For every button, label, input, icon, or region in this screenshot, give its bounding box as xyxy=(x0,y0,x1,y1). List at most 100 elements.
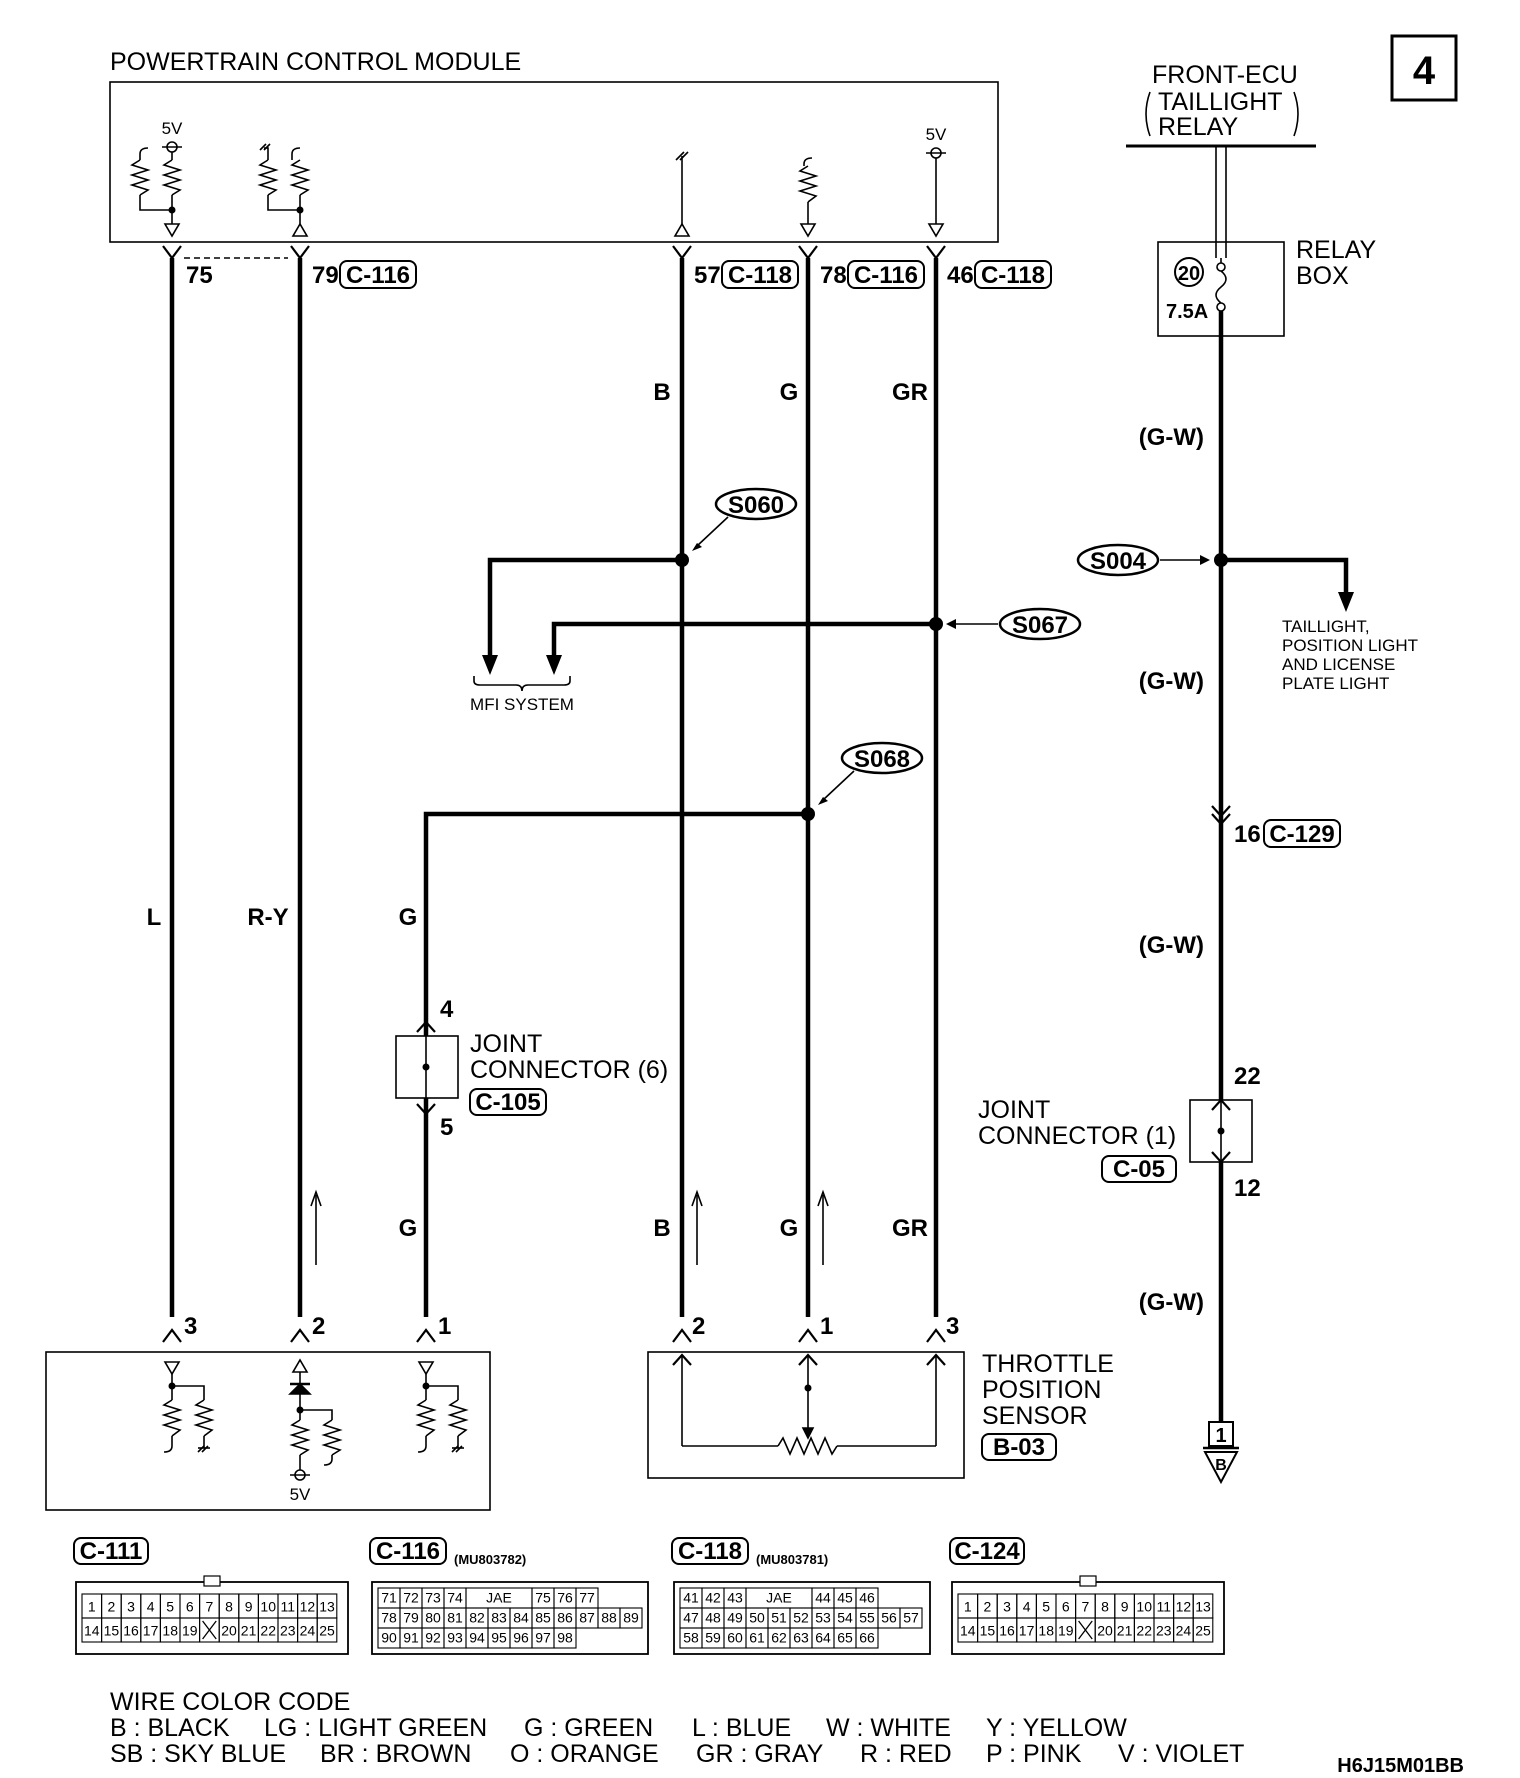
connector-cell-label: 23 xyxy=(1156,1622,1172,1638)
joint-connector-6-line1: JOINT xyxy=(470,1030,542,1058)
connector-cell-label: 20 xyxy=(221,1622,237,1638)
joint-connector-6-top-mark xyxy=(416,1020,436,1033)
lower-left-component-box xyxy=(45,1351,491,1511)
connector-cell-label: 91 xyxy=(403,1629,419,1645)
wcc-r2-3: GR : GRAY xyxy=(696,1740,824,1768)
connector-cell-label: 84 xyxy=(513,1609,529,1625)
pcm-pin-78: 78 xyxy=(820,262,847,289)
connector-cell-label: 12 xyxy=(300,1598,316,1614)
pcm-internal-57 xyxy=(673,151,691,237)
tps-box xyxy=(647,1351,965,1479)
wcc-r1-2: G : GREEN xyxy=(524,1714,653,1742)
connector-cell-label: 6 xyxy=(1062,1598,1070,1614)
connector-cell-label: 54 xyxy=(837,1609,853,1625)
relay-wire-color-3: (G-W) xyxy=(1139,932,1204,959)
pcm-box xyxy=(109,81,999,243)
c129-mark-b xyxy=(1211,813,1231,826)
connector-cell-label: 18 xyxy=(1038,1622,1054,1638)
connector-cell xyxy=(1192,1617,1214,1643)
pcm-internal-79 xyxy=(257,143,311,237)
joint-connector-1-dot xyxy=(1217,1127,1225,1135)
connector-cell-label: 75 xyxy=(535,1589,551,1605)
connector-cell-label: 58 xyxy=(683,1629,699,1645)
wcc-r2-5: P : PINK xyxy=(986,1740,1082,1768)
connector-cell xyxy=(553,1627,577,1649)
connector-cell-label: 1 xyxy=(88,1598,96,1614)
connector-cell-label: 46 xyxy=(859,1589,875,1605)
pcm-pin-46: 46 xyxy=(947,262,974,289)
splice-leader-s060-head xyxy=(692,543,702,551)
connector-cell xyxy=(855,1627,879,1649)
lower-left-connector-marks xyxy=(162,1328,436,1343)
connector-cell xyxy=(316,1617,338,1643)
connector-cell-label: JAE xyxy=(486,1589,512,1605)
connector-cell-label: 65 xyxy=(837,1629,853,1645)
fuse-rating: 7.5A xyxy=(1166,301,1208,323)
front-ecu-line3: RELAY xyxy=(1158,113,1238,141)
connector-cell-label: 2 xyxy=(108,1598,116,1614)
connector-cell-label: 78 xyxy=(381,1609,397,1625)
connector-view-c116-id: C-116 xyxy=(376,1538,440,1565)
connector-cell-label: 66 xyxy=(859,1629,875,1645)
left-component-pin-2: 2 xyxy=(312,1313,325,1340)
connector-cell-label: 22 xyxy=(1136,1622,1152,1638)
tps-node xyxy=(804,1384,812,1392)
splice-leader-s060 xyxy=(696,516,729,547)
connector-cell-label: 42 xyxy=(705,1589,721,1605)
connector-cell-label: 3 xyxy=(1003,1598,1011,1614)
taillight-note-2: POSITION LIGHT xyxy=(1282,636,1418,655)
wire-color-46-lower: GR xyxy=(892,1215,928,1242)
tps-conn-box xyxy=(981,1433,1057,1461)
connector-cell-label: 24 xyxy=(300,1622,316,1638)
connector-cell-label: 60 xyxy=(727,1629,743,1645)
ground-pin: 1 xyxy=(1215,1425,1226,1447)
connector-cell-label: 6 xyxy=(186,1598,194,1614)
splice-dot-s068 xyxy=(801,807,815,821)
c129-pin: 16 xyxy=(1234,821,1261,848)
ground-label: B xyxy=(1215,1457,1227,1474)
pcm-conn-78: C-116 xyxy=(854,262,918,289)
joint-connector-6-pin-top: 4 xyxy=(440,996,454,1023)
connector-cell-label: 23 xyxy=(280,1622,296,1638)
connector-cell-label: 17 xyxy=(1019,1622,1035,1638)
connector-cell-label: 10 xyxy=(1136,1598,1152,1614)
joint-connector-1-line2: CONNECTOR (1) xyxy=(978,1122,1176,1150)
pcm-conn-79-box xyxy=(339,260,417,289)
joint-connector-1-top-mark xyxy=(1211,1098,1231,1111)
joint-connector-1-pin-top: 22 xyxy=(1234,1063,1261,1090)
pcm-5v-left: 5V xyxy=(162,119,183,138)
joint-connector-6-conn: C-105 xyxy=(475,1089,540,1116)
left-component-pin-3: 3 xyxy=(184,1313,197,1340)
connector-cell-label: 85 xyxy=(535,1609,551,1625)
wcc-r2-4: R : RED xyxy=(860,1740,952,1768)
c129-conn-box xyxy=(1263,819,1341,848)
c129-conn: C-129 xyxy=(1269,821,1334,848)
wire-color-78-upper: G xyxy=(780,379,799,406)
connector-cell-label: 8 xyxy=(1101,1598,1109,1614)
joint-connector-6-line2: CONNECTOR (6) xyxy=(470,1056,668,1084)
tps-pin-2: 2 xyxy=(692,1313,705,1340)
pcm-conn-57-box xyxy=(721,260,799,289)
splice-oval-s060 xyxy=(714,487,798,521)
joint-connector-6-dot xyxy=(422,1063,430,1071)
connector-cell-label: 93 xyxy=(447,1629,463,1645)
connector-cell-label: 13 xyxy=(1195,1598,1211,1614)
left-node-3 xyxy=(168,1382,176,1390)
connector-cell-label: 72 xyxy=(403,1589,419,1605)
connector-cell-label: 59 xyxy=(705,1629,721,1645)
connector-cell-label: 73 xyxy=(425,1589,441,1605)
connector-cell-label: 49 xyxy=(727,1609,743,1625)
pcm-conn-79: C-116 xyxy=(346,262,410,289)
connector-cell-label: 12 xyxy=(1176,1598,1192,1614)
wire-color-75: L xyxy=(147,904,162,931)
front-ecu-paren-right xyxy=(1293,91,1299,137)
connector-cell-label: 87 xyxy=(579,1609,595,1625)
joint-connector-6-bottom-mark xyxy=(416,1103,436,1116)
connector-cell-label: 5 xyxy=(1042,1598,1050,1614)
pcm-internal-46 xyxy=(926,147,946,238)
connector-cell-label: 41 xyxy=(683,1589,699,1605)
